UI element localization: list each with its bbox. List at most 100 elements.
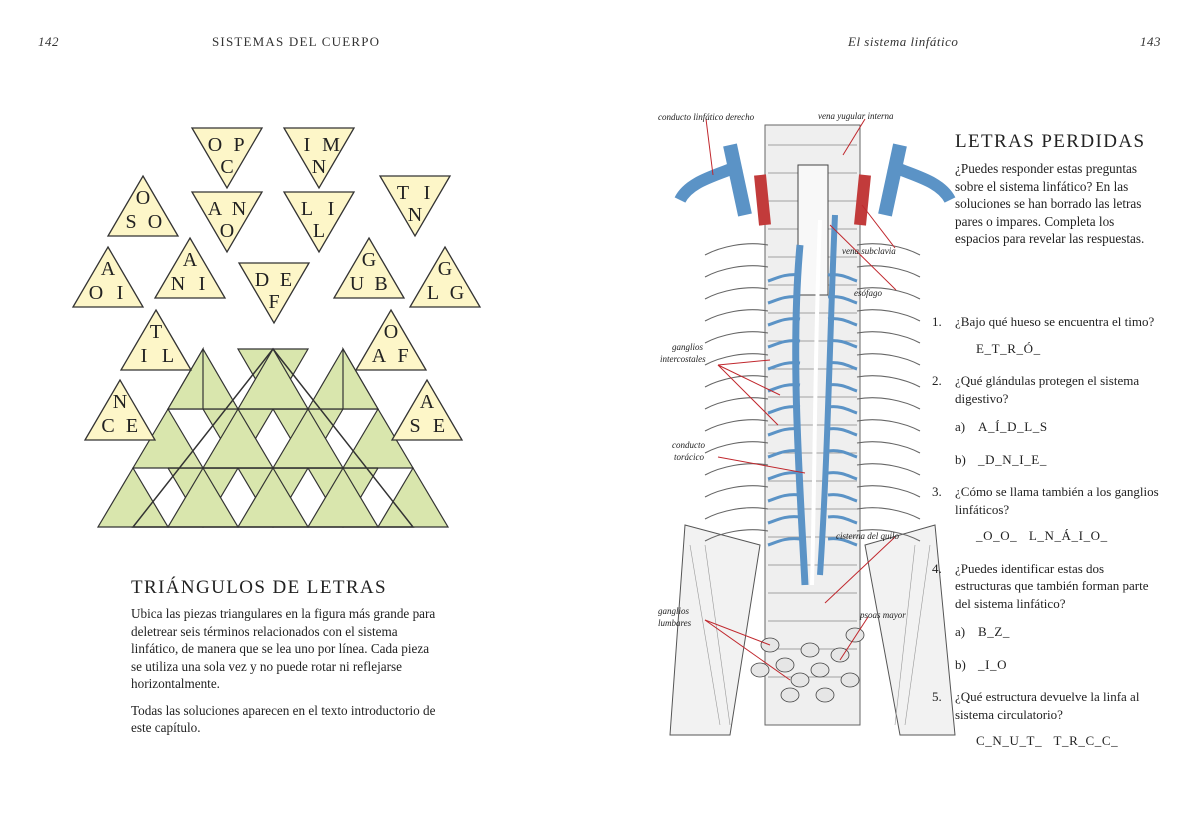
question-4: 4. ¿Puedes identificar estas dos estruct… xyxy=(932,560,1162,674)
piece-letter: T xyxy=(150,321,162,343)
piece-letter: L xyxy=(301,198,313,220)
option-letter: a) xyxy=(955,624,966,639)
piece-letter: I xyxy=(328,198,335,220)
piece-letter: O xyxy=(136,187,150,209)
piece-letter: A xyxy=(372,345,387,367)
piece-letter: L xyxy=(427,282,439,304)
lymphatic-illustration: conducto linfático derecho vena yugular … xyxy=(658,111,956,736)
piece-letter: I xyxy=(424,182,431,204)
piece-letter: O xyxy=(208,134,222,156)
piece-letter: E xyxy=(280,269,292,291)
piece-letter: N xyxy=(312,156,326,178)
piece-letter: N xyxy=(171,273,185,295)
answer-blank: _I_O xyxy=(978,656,1008,672)
puzzle-outline xyxy=(131,347,415,528)
option-letter: a) xyxy=(955,419,966,434)
piece-letter: I xyxy=(199,273,206,295)
option-letter: b) xyxy=(955,451,966,467)
option-b: b) _D_N_I_E_ xyxy=(955,451,1162,469)
puzzle-piece[interactable]: GBU xyxy=(332,236,406,299)
option-a: a) B_Z_ xyxy=(955,623,1162,641)
puzzle-piece[interactable]: AIO xyxy=(71,245,145,308)
answer-blank: _D_N_I_E_ xyxy=(978,451,1047,467)
piece-letter: N xyxy=(113,391,127,413)
piece-letter: C xyxy=(101,415,114,437)
piece-letter: E xyxy=(126,415,138,437)
piece-letter: N xyxy=(408,204,422,226)
paragraph-instructions: Ubica las piezas triangulares en la figu… xyxy=(131,606,436,691)
puzzle-piece[interactable]: TLI xyxy=(119,308,193,371)
label-conducto-toracico-2: torácico xyxy=(674,452,704,462)
running-head-left: SISTEMAS DEL CUERPO xyxy=(212,34,381,49)
piece-letter: L xyxy=(313,220,325,242)
question-text: ¿Puedes identificar estas dos estructura… xyxy=(955,560,1149,611)
option-letter: b) xyxy=(955,656,966,672)
title-triangulos: TRIÁNGULOS DE LETRAS xyxy=(131,577,387,598)
answer-blank: E_T_R_Ó_ xyxy=(976,340,1041,356)
puzzle-piece[interactable]: OFA xyxy=(354,308,428,371)
piece-letter: M xyxy=(322,134,340,156)
label-ganglios-lumbares-1: ganglios xyxy=(658,606,690,616)
label-ganglios-lumbares-2: lumbares xyxy=(658,618,692,628)
puzzle-piece[interactable]: AIN xyxy=(153,236,227,299)
piece-letter: B xyxy=(374,273,387,295)
puzzle-piece[interactable]: OOS xyxy=(106,174,180,237)
piece-letter: P xyxy=(233,134,244,156)
piece-letter: A xyxy=(420,391,435,413)
piece-letter: O xyxy=(148,211,162,233)
question-5: 5. ¿Qué estructura devuelve la linfa al … xyxy=(932,688,1162,750)
piece-letter: S xyxy=(125,211,136,233)
piece-letter: A xyxy=(101,258,116,280)
question-1: 1. ¿Bajo qué hueso se encuentra el timo?… xyxy=(932,313,1162,357)
piece-letter: A xyxy=(208,198,223,220)
answer-blank: A_Í_D_L_S xyxy=(978,419,1048,434)
piece-letter: O xyxy=(89,282,103,304)
left-page: 142 SISTEMAS DEL CUERPO xyxy=(38,34,482,746)
piece-letter: O xyxy=(220,220,234,242)
question-number: 4. xyxy=(932,560,942,576)
piece-letter: I xyxy=(304,134,311,156)
intro-text-left: Ubica las piezas triangulares en la figu… xyxy=(131,605,441,746)
label-vena-subclavia: vena subclavia xyxy=(842,246,896,256)
page-number-left: 142 xyxy=(38,34,59,49)
question-text: ¿Cómo se llama también a los ganglios li… xyxy=(955,484,1159,517)
piece-letter: L xyxy=(162,345,174,367)
piece-letter: G xyxy=(450,282,464,304)
question-text: ¿Bajo qué hueso se encuentra el timo? xyxy=(955,314,1155,329)
answer-blank: _O_O_ L_N_Á_I_O_ xyxy=(976,528,1108,543)
answer-blank: C_N_U_T_ T_R_C_C_ xyxy=(976,733,1119,748)
title-letras-perdidas: LETRAS PERDIDAS xyxy=(955,131,1146,152)
question-number: 3. xyxy=(932,484,942,499)
label-cisterna-quilo: cisterna del quilo xyxy=(836,531,899,541)
puzzle-piece[interactable]: GGL xyxy=(408,245,482,308)
puzzle-piece[interactable]: AES xyxy=(390,378,464,441)
label-conducto-derecho: conducto linfático derecho xyxy=(658,112,755,122)
intro-text-right: ¿Puedes responder estas preguntas sobre … xyxy=(955,161,1145,246)
question-text: ¿Qué estructura devuelve la linfa al sis… xyxy=(955,689,1140,722)
page-number-right: 143 xyxy=(1140,34,1161,49)
option-b: b) _I_O xyxy=(955,656,1162,674)
puzzle-piece[interactable]: NEC xyxy=(83,378,157,441)
piece-letter: S xyxy=(409,415,420,437)
piece-letter: C xyxy=(220,156,233,178)
piece-letter: I xyxy=(141,345,148,367)
label-ganglios-intercostales-2: intercostales xyxy=(660,354,706,364)
paragraph-solutions: Todas las soluciones aparecen en el text… xyxy=(131,702,436,736)
question-number: 5. xyxy=(932,689,942,704)
label-ganglios-intercostales-1: ganglios xyxy=(672,342,704,352)
piece-letter: F xyxy=(268,291,279,313)
option-a: a) A_Í_D_L_S xyxy=(955,418,1162,436)
label-psoas-mayor: psoas mayor xyxy=(859,610,906,620)
running-head-right: El sistema linfático xyxy=(848,34,959,49)
right-page: El sistema linfático 143 xyxy=(600,0,1200,820)
label-esofago: esófago xyxy=(854,288,882,298)
label-conducto-toracico-1: conducto xyxy=(672,440,705,450)
piece-letter: A xyxy=(183,249,198,271)
